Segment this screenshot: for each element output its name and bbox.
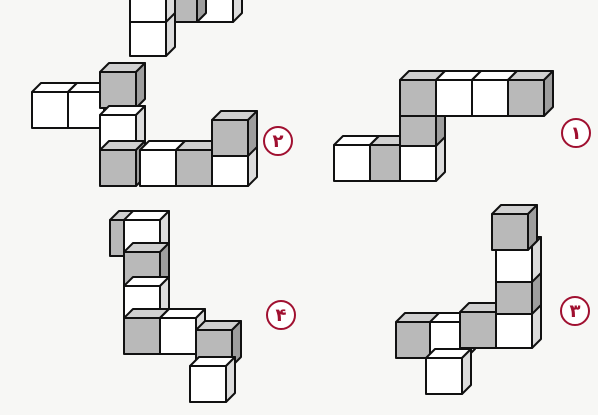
figure-2-number: ٢ [273, 131, 284, 152]
figure-2-cube-8-front [212, 120, 248, 156]
figure-1-cube-4-front [400, 80, 436, 116]
figure-3-cube-0-front [396, 322, 432, 358]
top-partial-cube-3 [130, 0, 175, 22]
figure-1-cube-5-front [436, 80, 472, 116]
figure-2-cube-4-front [100, 150, 136, 186]
figure-3-cube-7-side [462, 349, 471, 394]
figure-3-cube-7-front [426, 358, 462, 394]
figure-1 [334, 71, 553, 181]
top-partial-cube-0-side [233, 0, 242, 22]
figure-1-cube-6-front [472, 80, 508, 116]
figure-1-number: ١ [571, 123, 582, 144]
figure-2-label: ٢ [263, 126, 293, 156]
figure-4-cube-4-front [124, 318, 160, 354]
figure-1-cube-7-front [508, 80, 544, 116]
figure-4-cube-7-front [190, 366, 226, 402]
figure-3-label: ٣ [560, 296, 590, 326]
figure-2-cube-8-side [248, 111, 257, 156]
figure-4 [110, 211, 241, 402]
figure-2-cube-0-front [32, 92, 68, 128]
figure-4-cube-7 [190, 357, 235, 402]
figure-3-cube-5-front [496, 246, 532, 282]
figure-4-number: ۴ [276, 305, 287, 326]
figure-2-cube-2 [100, 63, 145, 108]
figure-3 [396, 205, 541, 394]
top-partial-cube-2-front [130, 20, 166, 56]
figure-3-cube-6 [492, 205, 537, 250]
figure-4-cube-7-side [226, 357, 235, 402]
figure-1-cube-0-front [334, 145, 370, 181]
figure-2-cube-2-front [100, 72, 136, 108]
figure-3-number: ٣ [570, 301, 581, 322]
figure-3-cube-6-front [492, 214, 528, 250]
figure-2-cube-8 [212, 111, 257, 156]
figure-3-cube-2-front [460, 312, 496, 348]
figure-2-cube-1-front [68, 92, 104, 128]
figure-3-cube-6-side [528, 205, 537, 250]
figure-1-label: ١ [561, 118, 591, 148]
figure-3-cube-7 [426, 349, 471, 394]
figure-1-cube-2-front [400, 145, 436, 181]
top-partial-cube-3-front [130, 0, 166, 22]
figure-2-cube-6-front [176, 150, 212, 186]
figure-2 [32, 63, 257, 186]
figure-4-label: ۴ [266, 300, 296, 330]
figure-3-cube-4-front [496, 278, 532, 314]
figure-4-cube-5-front [160, 318, 196, 354]
figure-3-cube-3-front [496, 312, 532, 348]
figure-2-cube-2-side [136, 63, 145, 108]
figure-2-cube-4 [100, 141, 145, 186]
figure-1-cube-7 [508, 71, 553, 116]
figure-1-cube-7-side [544, 71, 553, 116]
figure-2-cube-5-front [140, 150, 176, 186]
top-partial [130, 0, 242, 56]
